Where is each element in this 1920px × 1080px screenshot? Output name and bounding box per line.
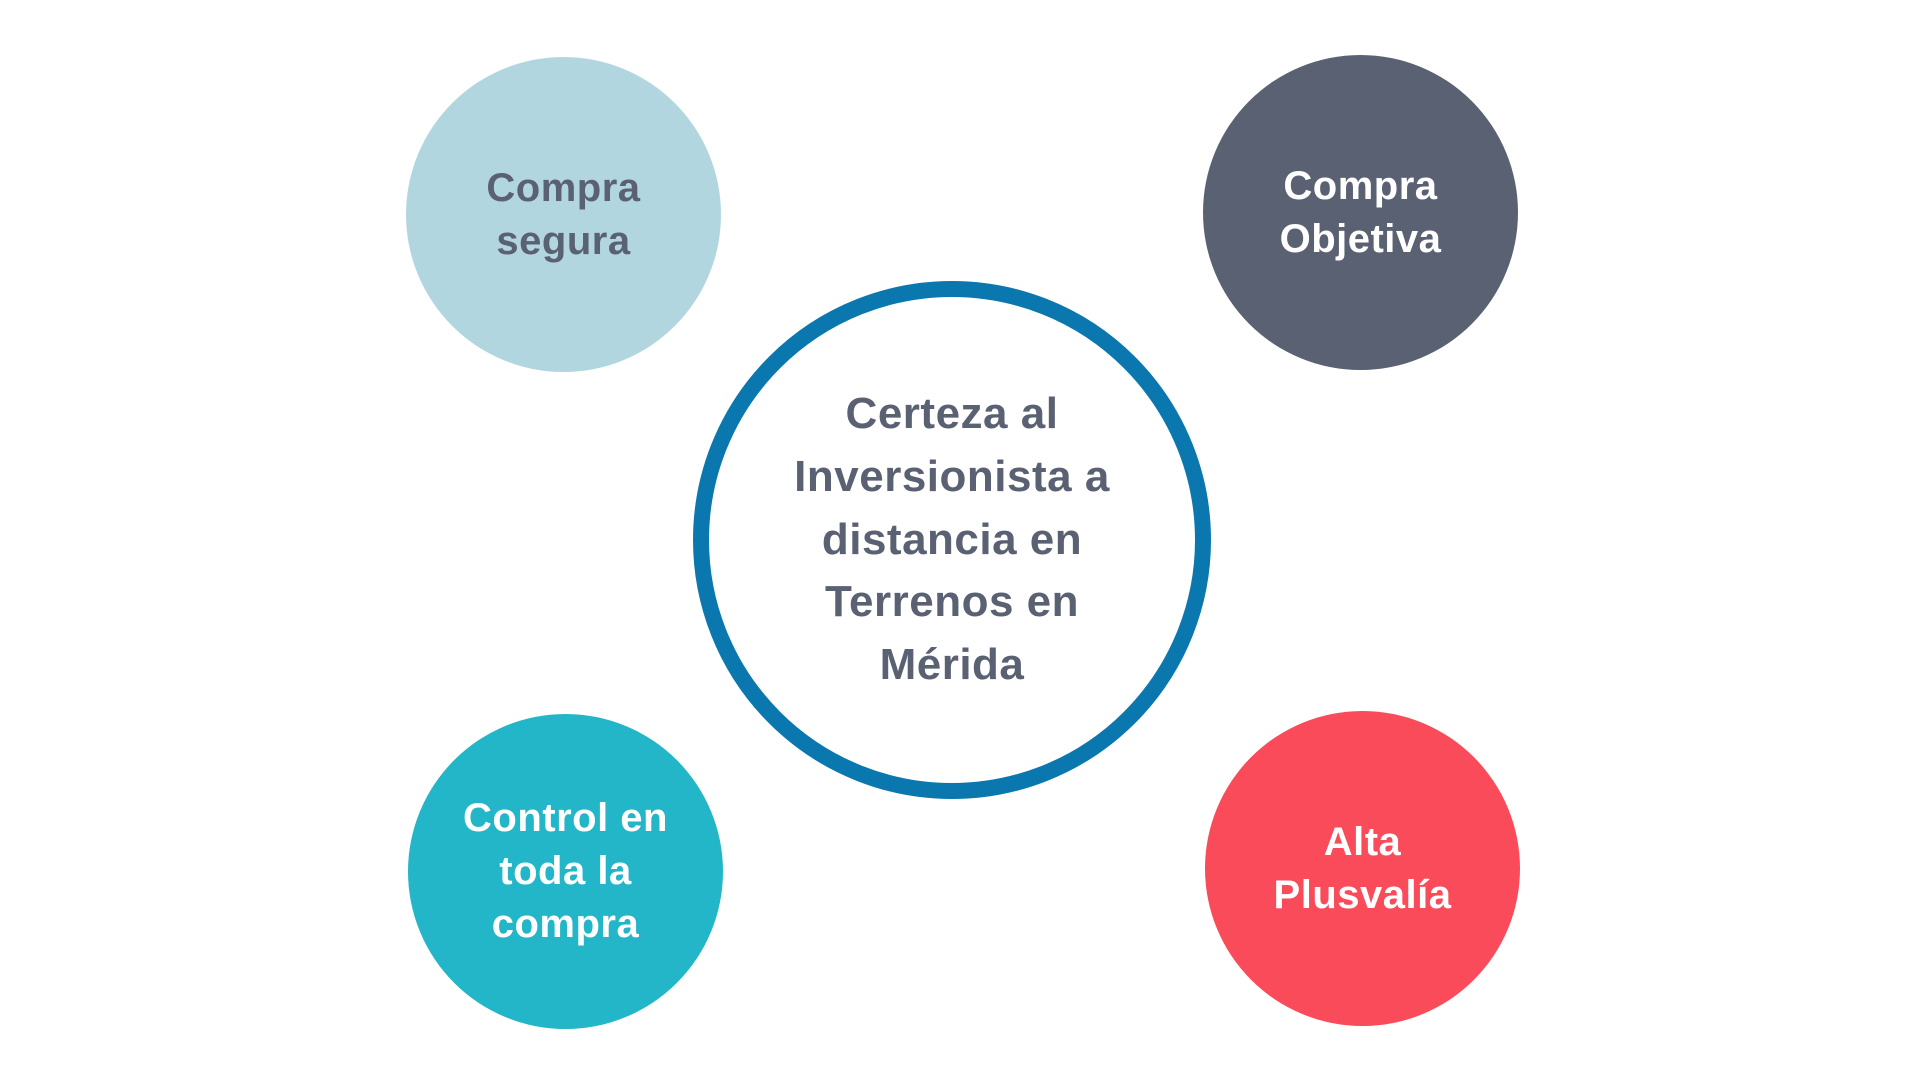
node-label-line: toda la: [499, 849, 632, 894]
center-label-line: Certeza al: [845, 388, 1059, 438]
node-control-en-toda-la-compra: Control en toda la compra: [408, 714, 723, 1029]
node-label-line: compra: [491, 901, 640, 946]
node-compra-segura: Compra segura: [406, 57, 721, 372]
node-alta-plusvalia: Alta Plusvalía: [1205, 711, 1520, 1026]
center-circle: Certeza al Inversionista a distancia en …: [693, 281, 1211, 799]
center-label-line: distancia en: [821, 514, 1083, 564]
node-compra-objetiva: Compra Objetiva: [1203, 55, 1518, 370]
node-label-line: Objetiva: [1279, 216, 1442, 261]
center-label-line: Inversionista a: [794, 451, 1110, 501]
node-label-line: Compra: [486, 165, 641, 210]
center-label-line: Mérida: [879, 640, 1025, 690]
node-label-line: Plusvalía: [1273, 872, 1452, 917]
node-label-line: Compra: [1283, 163, 1438, 208]
node-label-line: segura: [496, 218, 631, 263]
center-label-line: Terrenos en: [824, 577, 1080, 627]
node-label-line: Alta: [1323, 819, 1402, 864]
node-label-line: Control en: [463, 796, 668, 841]
